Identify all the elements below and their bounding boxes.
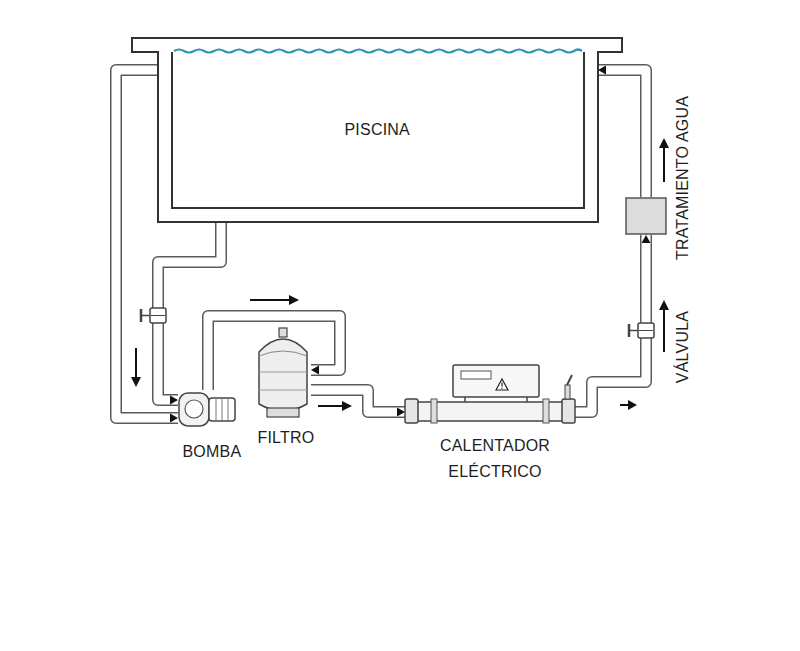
pipe-bore xyxy=(598,70,646,197)
vertical-label: TRATAMIENTO AGUA xyxy=(670,96,696,260)
equipment-label: FILTRO xyxy=(258,425,315,451)
filter-tank-outline xyxy=(255,328,311,418)
arrow-head xyxy=(170,414,178,423)
pipe-wall xyxy=(575,235,646,412)
equipment-label: BOMBA xyxy=(183,439,242,465)
heater-unit: CALENTADOR ELÉCTRICO xyxy=(405,363,575,423)
equipment-label: CALENTADOR ELÉCTRICO xyxy=(420,433,570,485)
pipe-wall xyxy=(311,390,405,412)
valve-symbol xyxy=(629,323,654,338)
pool-shape: PISCINA xyxy=(132,38,622,224)
flow-arrow xyxy=(620,400,637,410)
arrow-head xyxy=(598,66,606,75)
pipe-connector xyxy=(598,66,646,198)
valve-label: VÁLVULA xyxy=(670,311,696,383)
flow-arrow xyxy=(659,300,669,352)
filter-tank: FILTRO xyxy=(255,328,311,418)
flow-arrow xyxy=(318,401,352,411)
pipe-bore xyxy=(575,235,646,412)
pool-label: PISCINA xyxy=(345,117,410,143)
valve-symbol xyxy=(141,308,166,323)
flow-arrow xyxy=(659,138,669,182)
treatment-box-outline xyxy=(625,197,667,235)
pump-symbol-outline xyxy=(178,390,238,428)
treatment-box: TRATAMIENTO AGUA xyxy=(625,197,667,235)
flow-arrow xyxy=(131,348,141,387)
arrow-head xyxy=(642,235,651,243)
pump-symbol: BOMBA xyxy=(178,390,238,428)
pipe-wall xyxy=(598,70,646,197)
heater-unit-outline xyxy=(405,363,575,423)
arrow-head xyxy=(170,396,178,405)
arrow-head xyxy=(311,366,319,375)
pipe-connector xyxy=(311,390,405,417)
pipe-bore xyxy=(311,390,405,412)
flow-arrow xyxy=(250,295,299,305)
arrow-head xyxy=(397,408,405,417)
